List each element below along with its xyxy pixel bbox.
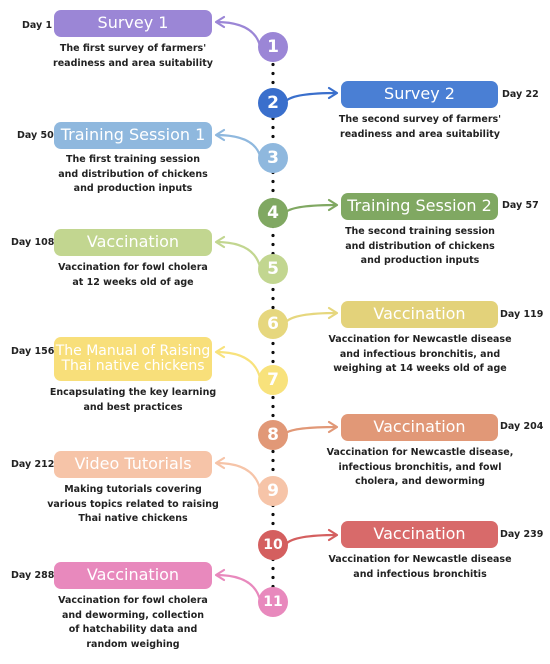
event-title-1: Survey 1 <box>54 10 212 37</box>
event-title-8: Vaccination <box>341 414 498 441</box>
step-node-6: 6 <box>258 309 288 339</box>
step-node-2: 2 <box>258 88 288 118</box>
arrowhead-9 <box>214 456 226 470</box>
day-label-5: Day 108 <box>11 237 55 248</box>
step-node-3: 3 <box>258 143 288 173</box>
arrowhead-10 <box>327 528 339 542</box>
step-node-4: 4 <box>258 198 288 228</box>
day-label-6: Day 119 <box>500 309 544 320</box>
event-title-3: Training Session 1 <box>54 122 212 149</box>
day-label-8: Day 204 <box>500 421 544 432</box>
event-title-2: Survey 2 <box>341 81 498 108</box>
event-title-10: Vaccination <box>341 521 498 548</box>
day-label-10: Day 239 <box>500 529 544 540</box>
arrowhead-1 <box>214 15 226 29</box>
event-title-4: Training Session 2 <box>341 193 498 220</box>
step-node-5: 5 <box>258 254 288 284</box>
step-node-9: 9 <box>258 476 288 506</box>
step-node-8: 8 <box>258 420 288 450</box>
day-label-4: Day 57 <box>502 200 539 211</box>
event-desc-10: Vaccination for Newcastle disease and in… <box>328 554 512 580</box>
day-label-1: Day 1 <box>22 20 53 31</box>
day-label-3: Day 50 <box>17 130 54 141</box>
arrowhead-7 <box>214 345 226 359</box>
event-desc-6: Vaccination for Newcastle disease and in… <box>328 334 512 375</box>
event-title-6: Vaccination <box>341 301 498 328</box>
day-label-7: Day 156 <box>11 346 55 357</box>
event-desc-2: The second survey of farmers' readiness … <box>338 114 502 140</box>
arrowhead-5 <box>214 235 226 249</box>
event-title-11: Vaccination <box>54 562 212 589</box>
arrowhead-6 <box>327 306 339 320</box>
arrowhead-11 <box>214 568 226 582</box>
event-desc-5: Vaccination for fowl cholera at 12 weeks… <box>58 262 208 288</box>
event-title-7: The Manual of Raising Thai native chicke… <box>54 337 212 381</box>
event-desc-9: Making tutorials covering various topics… <box>47 484 219 525</box>
step-node-10: 10 <box>258 530 288 560</box>
step-node-1: 1 <box>258 32 288 62</box>
arrowhead-3 <box>214 128 226 142</box>
event-desc-1: The first survey of farmers' readiness a… <box>53 43 213 69</box>
step-node-7: 7 <box>258 365 288 395</box>
event-title-5: Vaccination <box>54 229 212 256</box>
day-label-2: Day 22 <box>502 89 539 100</box>
arrowhead-4 <box>327 198 339 212</box>
event-desc-7: Encapsulating the key learning and best … <box>49 387 217 413</box>
event-desc-11: Vaccination for fowl cholera and dewormi… <box>58 595 208 651</box>
event-title-9: Video Tutorials <box>54 451 212 478</box>
event-desc-8: Vaccination for Newcastle disease, infec… <box>326 447 514 488</box>
arrowhead-8 <box>327 420 339 434</box>
arrowhead-2 <box>327 86 339 100</box>
event-desc-4: The second training session and distribu… <box>345 226 495 267</box>
day-label-9: Day 212 <box>11 459 55 470</box>
day-label-11: Day 288 <box>11 570 55 581</box>
step-node-11: 11 <box>258 587 288 617</box>
event-desc-3: The first training session and distribut… <box>58 154 208 195</box>
